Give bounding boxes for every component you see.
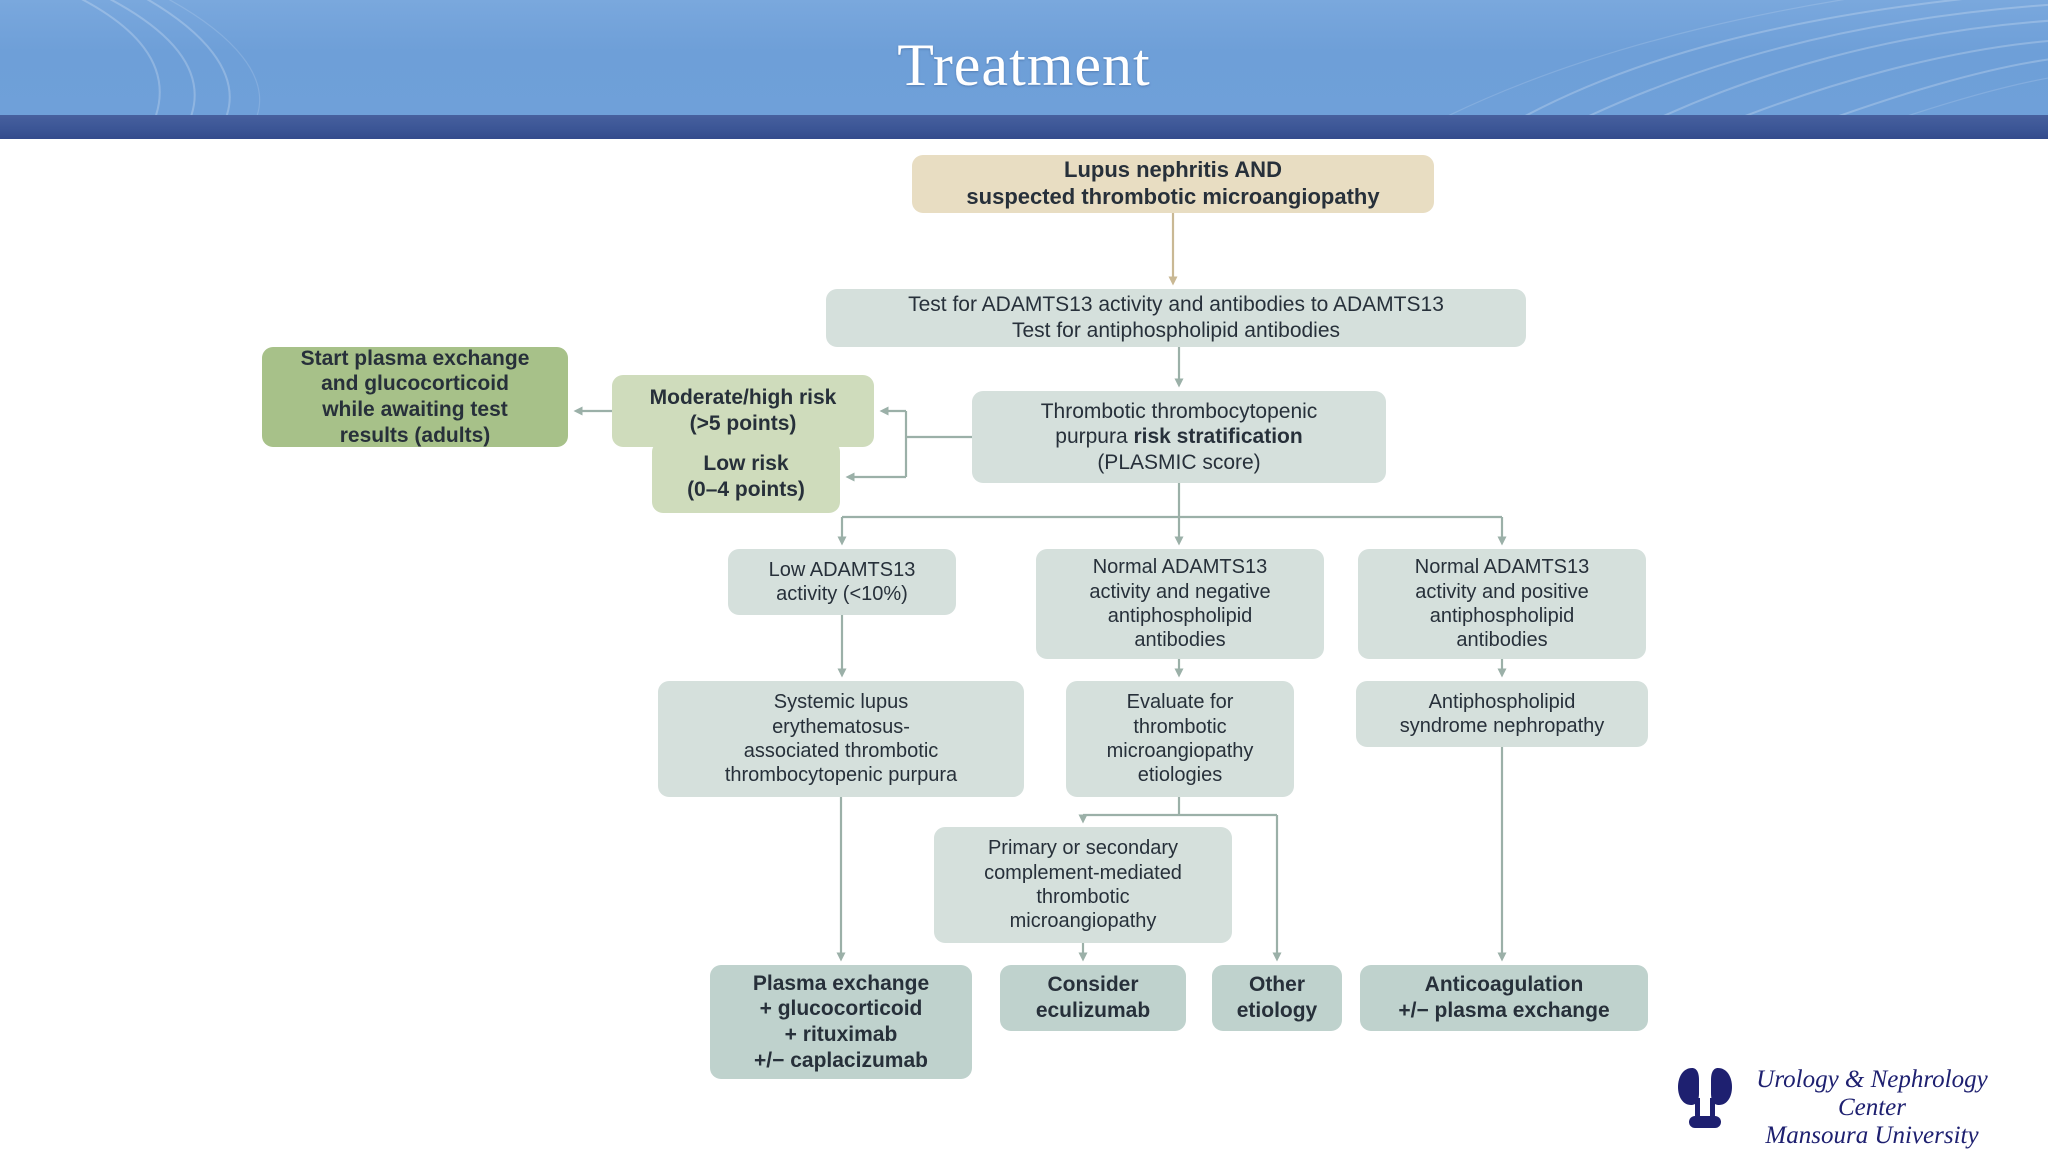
flow-node-n4: Moderate/high risk (>5 points) [612, 375, 874, 447]
flow-node-n8: Normal ADAMTS13 activity and negative an… [1036, 549, 1324, 659]
flow-node-n14: Plasma exchange + glucocorticoid + ritux… [710, 965, 972, 1079]
flow-node-n6: Start plasma exchange and glucocorticoid… [262, 347, 568, 447]
logo-line-2: Mansoura University [1765, 1122, 1979, 1149]
flow-node-n9: Normal ADAMTS13 activity and positive an… [1358, 549, 1646, 659]
flow-node-n16: Other etiology [1212, 965, 1342, 1031]
logo-line-1: Urology & Nephrology Center [1756, 1066, 1988, 1121]
flow-node-n11: Evaluate for thrombotic microangiopathy … [1066, 681, 1294, 797]
flow-node-n15: Consider eculizumab [1000, 965, 1186, 1031]
flow-node-n17: Anticoagulation +/− plasma exchange [1360, 965, 1648, 1031]
slide-header: Treatment [0, 0, 2048, 115]
flow-node-n13: Primary or secondary complement-mediated… [934, 827, 1232, 943]
kidney-logo-icon [1678, 1068, 1732, 1128]
header-accent-bar [0, 115, 2048, 139]
flow-node-n7: Low ADAMTS13 activity (<10%) [728, 549, 956, 615]
flow-node-n2: Test for ADAMTS13 activity and antibodie… [826, 289, 1526, 347]
treatment-flowchart: Lupus nephritis AND suspected thrombotic… [0, 139, 2048, 1079]
connector-layer [573, 213, 1507, 962]
flow-node-n1: Lupus nephritis AND suspected thrombotic… [912, 155, 1434, 213]
page-title: Treatment [897, 32, 1151, 98]
flow-node-n10: Systemic lupus erythematosus- associated… [658, 681, 1024, 797]
flow-node-label: Thrombotic thrombocytopenic purpura risk… [1040, 399, 1318, 474]
flow-node-n5: Low risk (0–4 points) [652, 441, 840, 513]
flow-node-n12: Antiphospholipid syndrome nephropathy [1356, 681, 1648, 747]
institution-logo: Urology & Nephrology Center Mansoura Uni… [1676, 1062, 2006, 1149]
flow-node-n3: Thrombotic thrombocytopenic purpura risk… [972, 391, 1386, 483]
logo-text: Urology & Nephrology Center Mansoura Uni… [1736, 1066, 2008, 1150]
